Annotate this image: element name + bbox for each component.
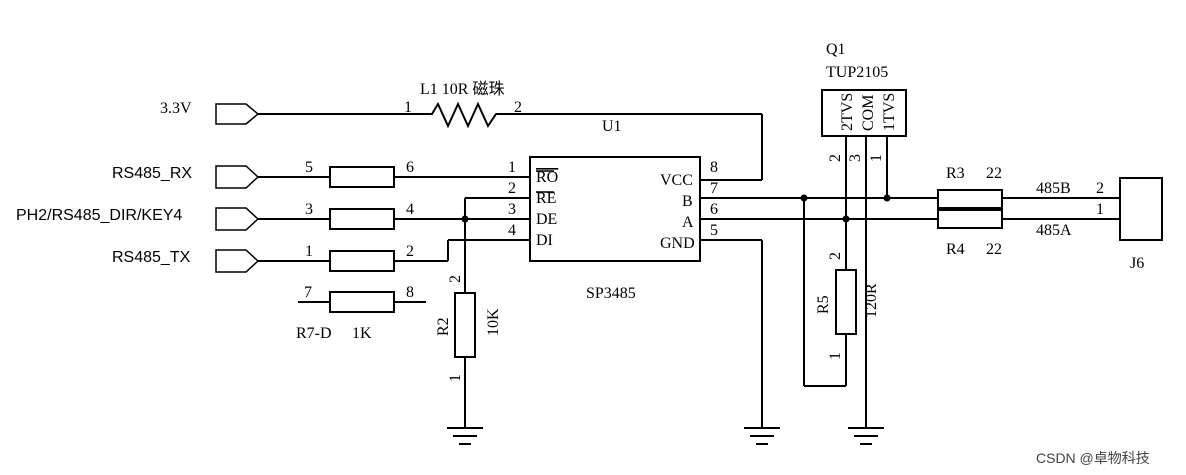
u1-pin-b: B — [682, 193, 693, 210]
u1-pin-ro: RO — [536, 169, 558, 186]
r7-pin-a: 7 — [304, 284, 312, 301]
r4-value: 22 — [986, 241, 1002, 258]
l1-label: L1 10R 磁珠 — [420, 80, 504, 98]
resistor-r3: R3 22 — [937, 165, 1120, 209]
ground-symbol-r2 — [447, 427, 483, 445]
series-resistor-rx: 5 6 — [258, 159, 530, 188]
q1-pin-name-1tvs: 1TVS — [881, 93, 898, 131]
q1-ref: Q1 — [826, 41, 846, 58]
u1-ref: U1 — [602, 118, 622, 135]
watermark: CSDN @卓物科技 — [1036, 450, 1150, 466]
dir-res-pin-a: 3 — [305, 201, 313, 218]
net-label-485b: 485B — [1036, 180, 1071, 197]
j6-pin-1: 1 — [1096, 201, 1104, 218]
u1-pin-num-6: 6 — [710, 201, 718, 218]
series-resistor-dir: 3 4 — [258, 201, 465, 230]
net-label-tx: RS485_TX — [112, 249, 191, 266]
r2-pin-top: 2 — [447, 275, 464, 283]
net-tx-port: RS485_TX — [112, 249, 260, 273]
connector-j6: 2 1 J6 — [1096, 177, 1163, 272]
r3-value: 22 — [986, 165, 1002, 182]
r7-ref: R7-D — [296, 325, 332, 342]
net-dir-port: PH2/RS485_DIR/KEY4 — [16, 207, 260, 231]
rx-res-pin-a: 5 — [305, 159, 313, 176]
resistor-r2: 2 1 R2 10K — [435, 275, 502, 428]
series-resistor-tx: 1 2 — [258, 239, 530, 272]
net-3v3-port: 3.3V — [160, 100, 420, 125]
l1-pin1: 1 — [404, 99, 412, 116]
r5-ref: R5 — [815, 295, 832, 314]
u1-pin-a: A — [682, 214, 694, 231]
q1-pin-num-1: 1 — [868, 154, 885, 162]
net-label-rx: RS485_RX — [112, 165, 192, 182]
tx-res-pin-a: 1 — [305, 243, 313, 260]
tvs-q1: Q1 TUP2105 2TVS COM 1TVS 2 3 1 — [821, 41, 907, 428]
u1-pin-num-5: 5 — [710, 222, 718, 239]
net-label-dir: PH2/RS485_DIR/KEY4 — [16, 207, 182, 224]
r3-ref: R3 — [946, 165, 965, 182]
r2-ref: R2 — [435, 317, 452, 336]
r7-value: 1K — [352, 325, 372, 342]
u1-name: SP3485 — [586, 285, 636, 302]
ground-symbol-u1 — [744, 427, 780, 445]
l1-pin2: 2 — [514, 99, 522, 116]
net-label-3v3: 3.3V — [160, 100, 192, 117]
r4-ref: R4 — [946, 241, 965, 258]
ground-symbol-q1 — [848, 427, 884, 445]
u1-pin-re: RE — [536, 190, 556, 207]
u1-pin-num-7: 7 — [710, 180, 718, 197]
r7-pin-b: 8 — [406, 284, 414, 301]
dir-res-pin-b: 4 — [406, 201, 414, 218]
u1-pin-di: DI — [536, 232, 553, 249]
r5-pin-top: 2 — [827, 252, 844, 260]
r2-pin-bottom: 1 — [447, 374, 464, 382]
u1-pin-vcc: VCC — [660, 172, 693, 189]
r2-value: 10K — [485, 308, 502, 336]
inductor-l1: L1 10R 磁珠 1 2 — [404, 80, 762, 129]
q1-pin-name-2tvs: 2TVS — [839, 93, 856, 131]
r5-value: 120R — [863, 283, 880, 318]
ic-u1-sp3485: U1 SP3485 1 2 3 4 RO RE DE DI VCC B A GN… — [508, 118, 718, 302]
tx-res-pin-b: 2 — [406, 243, 414, 260]
q1-pin-num-2: 2 — [827, 154, 844, 162]
u1-pin-num-3: 3 — [508, 201, 516, 218]
u1-pin-de: DE — [536, 211, 557, 228]
net-rx-port: RS485_RX — [112, 165, 260, 189]
u1-pin-num-1: 1 — [508, 159, 516, 176]
bus-a-line — [700, 215, 938, 223]
q1-pin-num-3: 3 — [847, 154, 864, 162]
net-label-485a: 485A — [1036, 222, 1072, 239]
u1-pin-num-4: 4 — [508, 222, 516, 239]
q1-pin-name-com: COM — [860, 95, 877, 131]
re-de-junction — [461, 197, 530, 293]
resistor-r7-d: 7 8 R7-D 1K — [296, 284, 426, 342]
resistor-r4: R4 22 — [937, 209, 1120, 258]
u1-right-wires — [700, 179, 763, 428]
resistor-r5: 2 1 R5 120R — [803, 198, 880, 387]
u1-pin-num-8: 8 — [710, 159, 718, 176]
u1-pin-gnd: GND — [660, 235, 695, 252]
rx-res-pin-b: 6 — [406, 159, 414, 176]
bus-b-line — [700, 194, 938, 202]
j6-pin-2: 2 — [1096, 180, 1104, 197]
u1-pin-num-2: 2 — [508, 180, 516, 197]
q1-part: TUP2105 — [826, 64, 888, 81]
r5-pin-bottom: 1 — [827, 352, 844, 360]
j6-ref: J6 — [1130, 255, 1144, 272]
